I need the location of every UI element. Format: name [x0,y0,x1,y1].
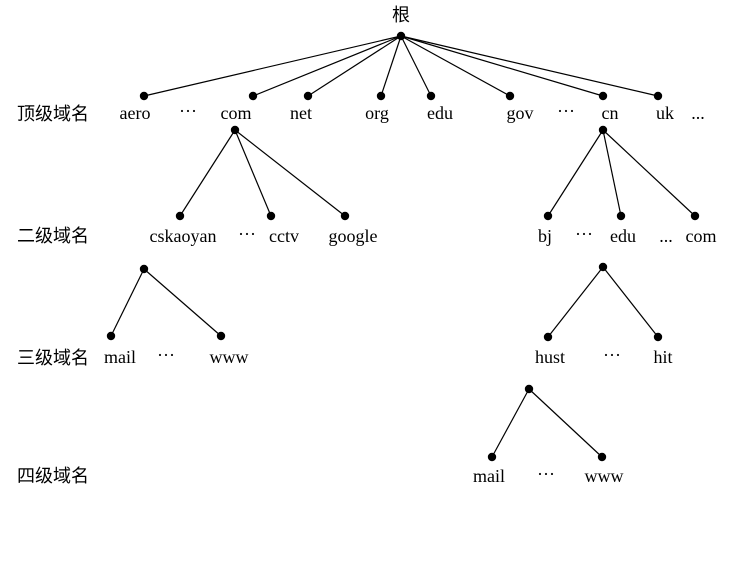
edge-hust-www [528,388,603,458]
node-cn [598,91,608,101]
edge-hust-mail [491,388,530,458]
second-level-ellipsis-2: ··· [575,224,593,244]
edge-edu-hust [547,266,604,338]
node-hit [653,332,663,342]
top-level-gov: gov [507,103,534,123]
node-net [303,91,313,101]
node-root [396,31,406,41]
edge-com-google [234,129,346,217]
node-hust [543,332,553,342]
node-gov [505,91,515,101]
edge-edu-hit [602,266,659,338]
node-com-branch [230,125,240,135]
edge-root-edu [400,35,432,97]
top-level-cn: cn [602,103,619,123]
node-com [248,91,258,101]
node-aero [139,91,149,101]
edge-cskaoyan-mail [110,268,145,337]
edges-com-to-second-level [179,129,346,217]
edge-root-uk [400,35,659,97]
top-level-ellipsis-1: ··· [179,101,197,121]
tree-nodes [106,31,700,462]
edge-root-net [307,35,402,97]
second-level-cskaoyan: cskaoyan [150,226,217,246]
edge-cskaoyan-www [143,268,222,337]
third-level-hit: hit [653,347,672,367]
top-level-ellipsis-2: ··· [557,101,575,121]
edge-com-cskaoyan [179,129,236,217]
third-level-ellipsis-1: ··· [157,345,175,365]
root-label: 根 [392,5,410,25]
edge-com-cctv [234,129,272,217]
second-level-google: google [329,226,378,246]
node-hust-branch [524,384,534,394]
top-level-ellipsis-3: ... [691,103,705,123]
edge-root-gov [400,35,511,97]
edge-root-aero [143,35,402,97]
second-level-com: com [686,226,717,246]
edge-root-cn [400,35,604,97]
edges-cn-to-second-level [547,129,696,217]
node-bj [543,211,553,221]
top-level-aero: aero [120,103,151,123]
node-google [340,211,350,221]
second-level-ellipsis-3: ... [659,226,673,246]
second-level-bj: bj [538,226,552,246]
third-level-ellipsis-2: ··· [603,345,621,365]
node-www-4 [597,452,607,462]
fourth-level-ellipsis: ··· [537,464,555,484]
top-level-org: org [365,103,389,123]
top-level-net: net [290,103,312,123]
top-level-com: com [221,103,252,123]
edge-cn-edu [602,129,622,217]
edges-hust-to-fourth-level [491,388,603,458]
node-edu [426,91,436,101]
edges-cskaoyan-to-third-level [110,268,222,337]
node-org [376,91,386,101]
edge-cn-bj [547,129,604,217]
level-label-third: 三级域名 [17,348,89,368]
node-cn-branch [598,125,608,135]
second-level-cctv: cctv [269,226,299,246]
node-cskaoyan-branch [139,264,149,274]
node-edu-branch [598,262,608,272]
node-com-cn [690,211,700,221]
level-label-top: 顶级域名 [17,104,89,124]
second-level-ellipsis-1: ··· [238,224,256,244]
third-level-mail: mail [104,347,136,367]
third-level-hust: hust [535,347,565,367]
third-level-www: www [210,347,249,367]
fourth-level-www: www [585,466,624,486]
edges-root-to-top-level [143,35,659,97]
node-cskaoyan [175,211,185,221]
level-label-second: 二级域名 [17,226,89,246]
edges-edu-to-third-level [547,266,659,338]
top-level-uk: uk [656,103,674,123]
edge-cn-com [602,129,696,217]
edge-root-org [380,35,402,97]
node-www-3 [216,331,226,341]
node-mail-4 [487,452,497,462]
node-edu-cn [616,211,626,221]
node-uk [653,91,663,101]
fourth-level-mail: mail [473,466,505,486]
level-label-fourth: 四级域名 [17,466,89,486]
node-cctv [266,211,276,221]
node-mail-3 [106,331,116,341]
edge-root-com [252,35,402,97]
second-level-edu: edu [610,226,636,246]
top-level-edu: edu [427,103,453,123]
